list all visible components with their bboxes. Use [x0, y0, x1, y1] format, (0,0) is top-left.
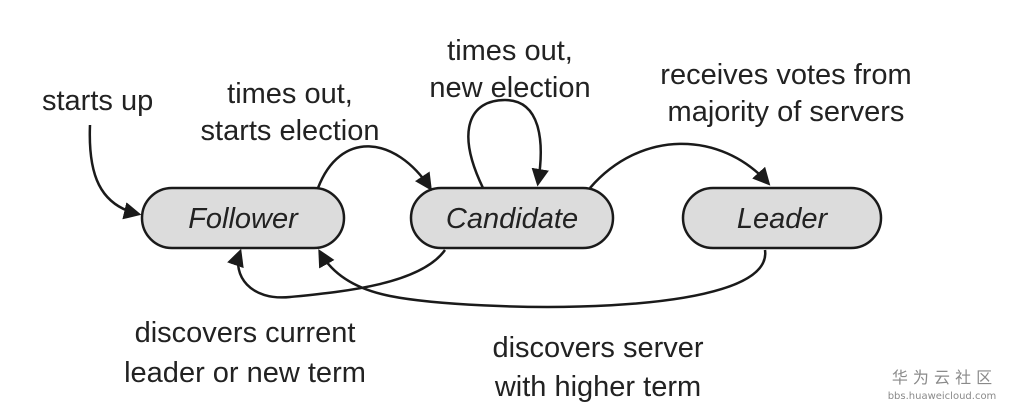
higher-term-label-line2: with higher term: [494, 371, 701, 403]
leader-node: Leader: [681, 186, 883, 250]
new-election-label-line1: times out,: [447, 35, 573, 67]
follower-node: Follower: [140, 186, 346, 250]
leader-label: Leader: [737, 203, 829, 235]
watermark-url: bbs.huaweicloud.com: [888, 391, 997, 402]
starts-up-arrow: [88, 124, 142, 220]
candidate-self-loop-arrow: [467, 98, 549, 189]
follower-to-candidate-arrow: [316, 145, 432, 191]
candidate-to-follower-arrow: [227, 248, 447, 299]
starts-up-label: starts up: [42, 85, 153, 117]
receives-votes-label-line2: majority of servers: [668, 96, 905, 128]
candidate-label: Candidate: [446, 203, 578, 235]
receives-votes-label-line1: receives votes from: [660, 59, 911, 91]
starts-election-label-line1: times out,: [227, 78, 353, 110]
leader-to-follower-arrow: [318, 248, 767, 309]
watermark-title: 华 为 云 社 区: [892, 368, 992, 387]
new-election-label-line2: new election: [429, 72, 590, 104]
higher-term-label-line1: discovers server: [492, 332, 703, 364]
candidate-node: Candidate: [409, 186, 615, 250]
discovers-leader-label-line1: discovers current: [135, 317, 356, 349]
candidate-to-leader-arrow: [589, 142, 771, 189]
discovers-leader-label-line2: leader or new term: [124, 357, 366, 389]
starts-election-label-line2: starts election: [201, 115, 380, 147]
follower-label: Follower: [188, 203, 299, 235]
